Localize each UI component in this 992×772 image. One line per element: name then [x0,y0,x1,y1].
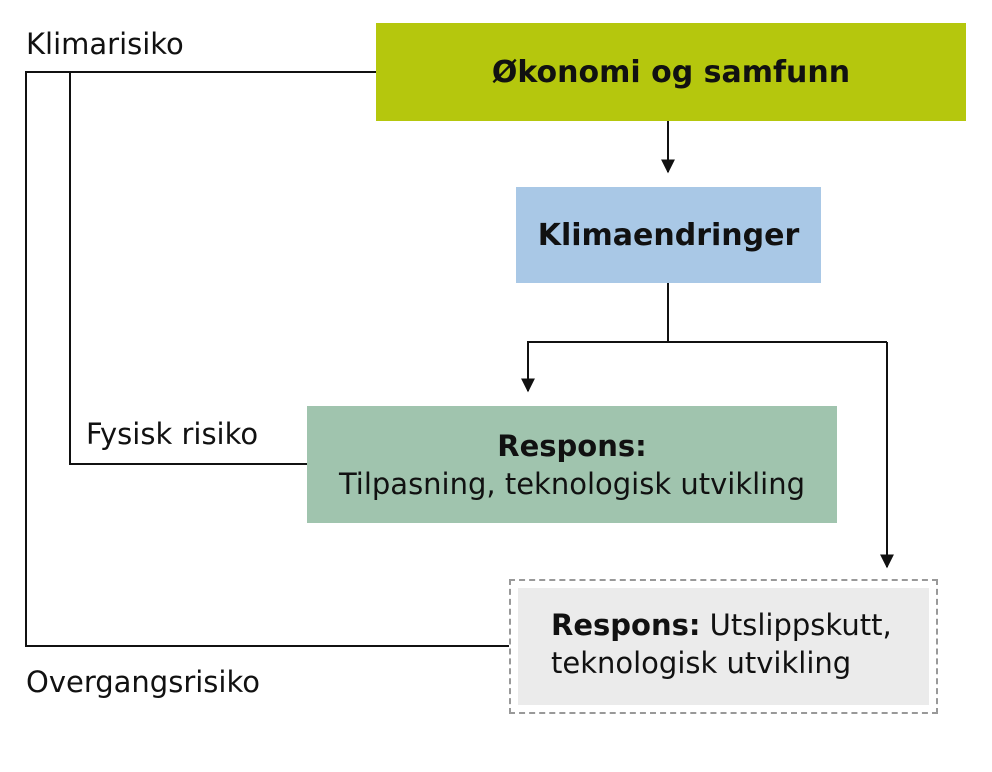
respons-tilpasning-box: Respons: Tilpasning, teknologisk utvikli… [307,406,837,523]
fysisk-connector [69,72,307,465]
arrow-to-tilpasning [521,341,887,393]
klimarisiko-label: Klimarisiko [26,27,184,61]
respons-tilpasning-text: Tilpasning, teknologisk utvikling [338,466,806,501]
overgang-connector [25,71,509,647]
klimaendringer-text: Klimaendringer [537,217,800,253]
klimaendringer-box: Klimaendringer [516,187,821,283]
respons-utslipp-box: Respons: Utslippskutt, teknologisk utvik… [518,588,929,705]
respons-utslipp-outline [509,579,938,714]
respons-tilpasning-title: Respons: [497,428,647,463]
overgangsrisiko-label: Overgangsrisiko [26,665,260,699]
respons-utslipp-text2: teknologisk utvikling [551,646,852,680]
fysisk-risiko-label: Fysisk risiko [86,417,259,451]
okonomi-box: Økonomi og samfunn [376,23,966,121]
respons-utslipp-title: Respons: [551,608,701,642]
okonomi-text: Økonomi og samfunn [491,54,851,90]
respons-utslipp-text1: Utslippskutt, [709,608,892,642]
